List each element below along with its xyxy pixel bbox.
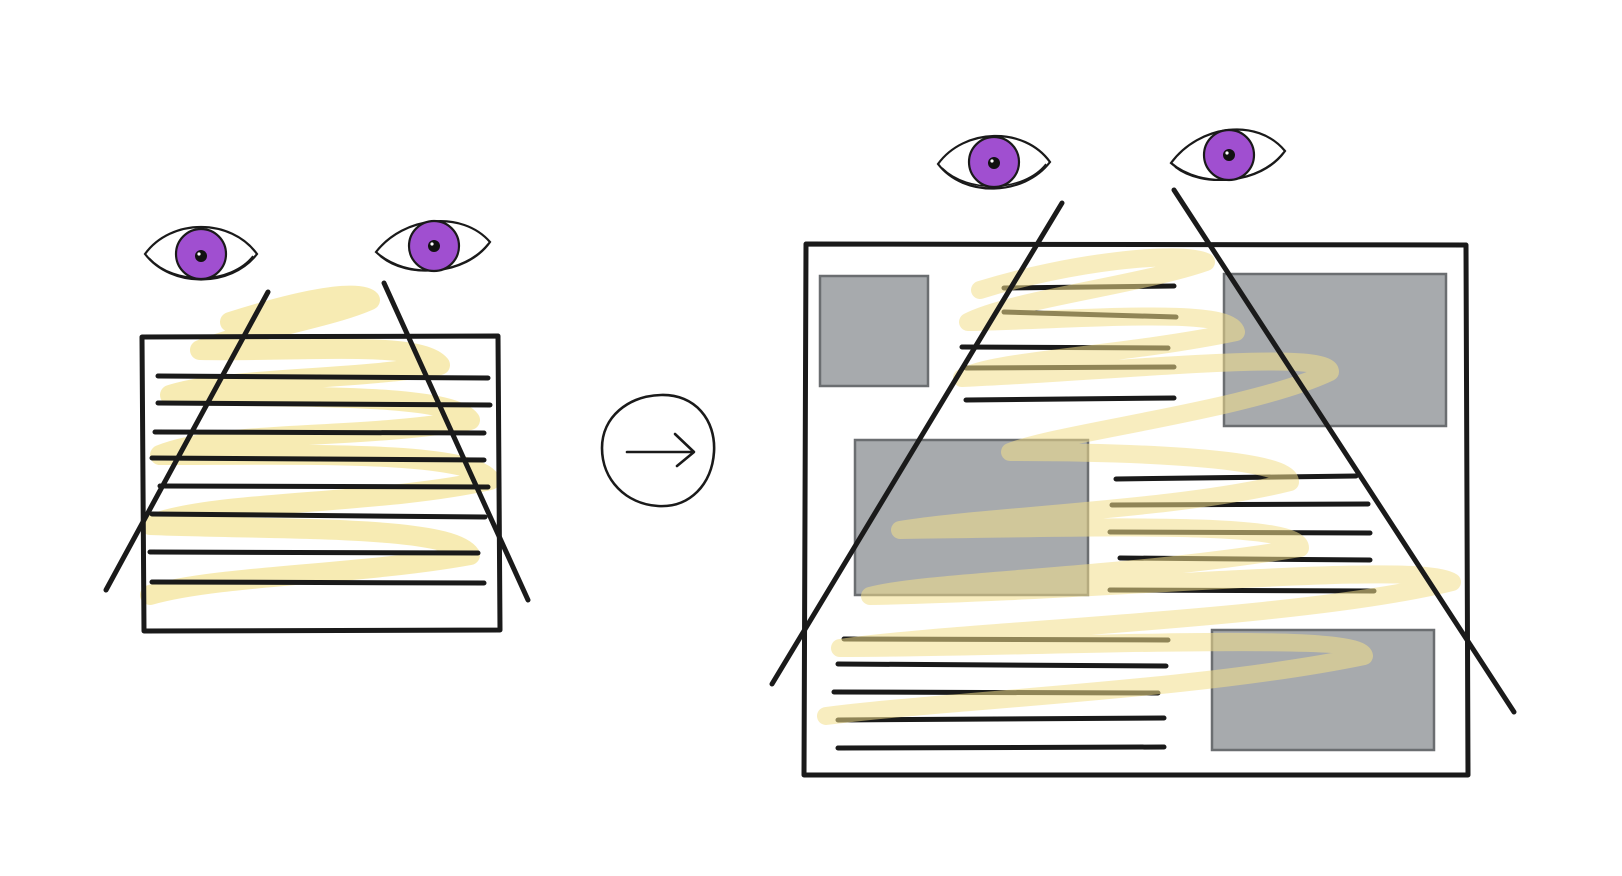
sight-line-right [1171,187,1517,715]
after-page-frame [801,241,1471,778]
arrow-right-icon [600,393,716,508]
text-line [835,661,1169,669]
text-line [152,429,487,436]
after-panel [769,128,1517,778]
before-panel [103,219,531,634]
sight-line-left [769,200,1065,687]
text-line [149,579,487,586]
before-text-lines [147,373,493,586]
text-line [157,483,491,490]
text-line [1113,473,1359,482]
sight-line-right [381,280,531,603]
sight-line-left [103,289,271,593]
text-line [149,511,488,520]
eye-icon [374,219,492,273]
eye-icon [143,226,259,281]
text-line [155,373,491,381]
after-sight-lines [769,187,1517,715]
text-line [147,549,481,556]
text-line [835,744,1167,751]
text-line [963,395,1177,403]
text-line [149,455,487,463]
before-page-frame [139,333,503,634]
text-line [155,400,493,408]
text-line [835,715,1167,723]
eye-icon [936,134,1052,190]
eye-icon [1169,128,1287,182]
before-sight-lines [103,280,531,603]
image-block [818,274,930,388]
after-reading-highlight [817,248,1461,725]
